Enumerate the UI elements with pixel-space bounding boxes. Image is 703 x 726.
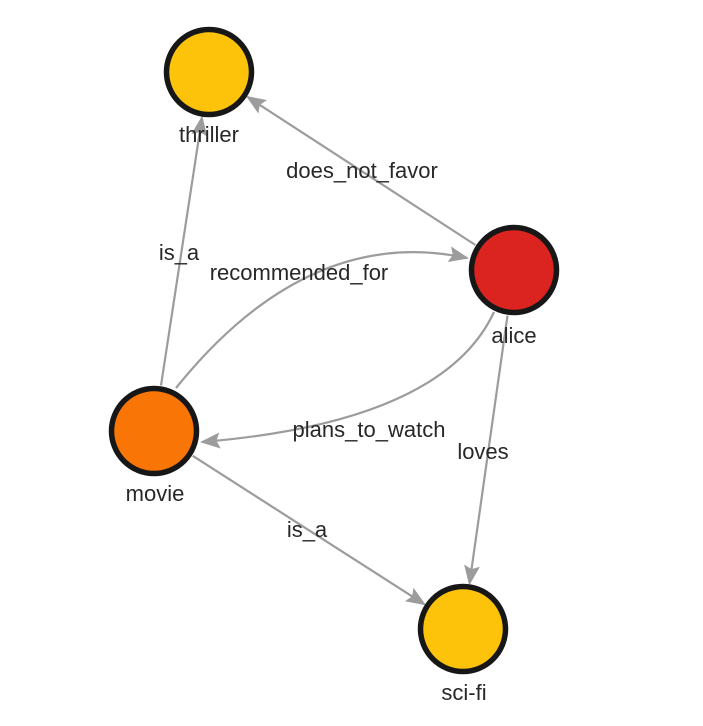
edge-recommended-for xyxy=(175,246,469,389)
edge-label-is-a-scifi: is_a xyxy=(287,517,328,542)
node-movie[interactable] xyxy=(108,385,200,477)
node-alice[interactable] xyxy=(468,224,560,316)
edge-plans-to-watch xyxy=(200,311,495,449)
node-label-movie: movie xyxy=(126,481,185,506)
node-label-thriller: thriller xyxy=(179,122,239,147)
edge-label-does-not-favor: does_not_favor xyxy=(286,158,438,183)
edge-is-a-scifi xyxy=(192,454,426,606)
node-label-sci-fi: sci-fi xyxy=(441,680,486,705)
edge-does-not-favor xyxy=(245,95,476,246)
edge-label-plans-to-watch: plans_to_watch xyxy=(293,417,446,442)
edge-label-recommended-for: recommended_for xyxy=(210,260,389,285)
node-label-alice: alice xyxy=(491,323,536,348)
node-thriller[interactable] xyxy=(163,26,255,118)
nodes-layer xyxy=(108,26,560,675)
edge-is-a-thriller xyxy=(159,115,208,386)
edge-label-is-a-thriller: is_a xyxy=(159,240,200,265)
edges-layer xyxy=(159,95,509,606)
edge-loves xyxy=(464,315,509,586)
node-sci-fi[interactable] xyxy=(417,583,509,675)
edge-label-loves: loves xyxy=(457,439,508,464)
labels-layer: does_not_favor is_a recommended_for plan… xyxy=(126,122,537,705)
